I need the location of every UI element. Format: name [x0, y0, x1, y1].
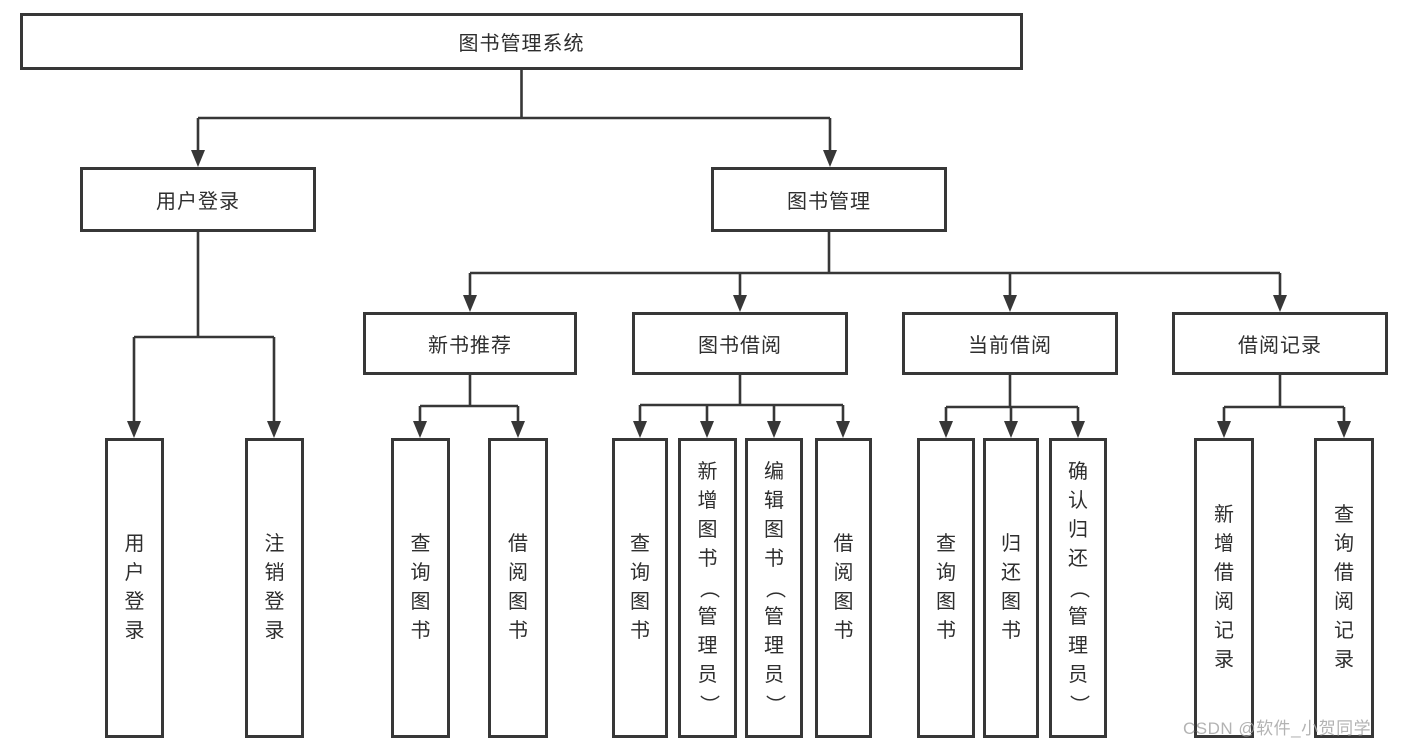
leaf-borrow-query-book: 查询图书	[612, 438, 668, 738]
node-current-borrow: 当前借阅	[902, 312, 1118, 375]
arrowheads	[127, 150, 1351, 438]
leaf-records-query-record: 查询借阅记录	[1314, 438, 1374, 738]
node-new-book-recommend: 新书推荐	[363, 312, 577, 375]
watermark: CSDN @软件_小贺同学	[1183, 719, 1372, 738]
node-root: 图书管理系统	[20, 13, 1023, 70]
leaf-logout: 注销登录	[245, 438, 304, 738]
leaf-borrow-edit-book-admin: 编辑图书（管理员）	[745, 438, 803, 738]
leaf-borrow-borrow-book: 借阅图书	[815, 438, 872, 738]
node-book-management: 图书管理	[711, 167, 947, 232]
node-book-borrow: 图书借阅	[632, 312, 848, 375]
node-borrow-records: 借阅记录	[1172, 312, 1388, 375]
leaf-newrec-query-book: 查询图书	[391, 438, 450, 738]
leaf-current-return-book: 归还图书	[983, 438, 1039, 738]
leaf-records-add-record: 新增借阅记录	[1194, 438, 1254, 738]
leaf-newrec-borrow-book: 借阅图书	[488, 438, 548, 738]
leaf-user-login: 用户登录	[105, 438, 164, 738]
leaf-current-confirm-return-admin: 确认归还（管理员）	[1049, 438, 1107, 738]
leaf-current-query-book: 查询图书	[917, 438, 975, 738]
node-user-login: 用户登录	[80, 167, 316, 232]
leaf-borrow-add-book-admin: 新增图书（管理员）	[678, 438, 737, 738]
